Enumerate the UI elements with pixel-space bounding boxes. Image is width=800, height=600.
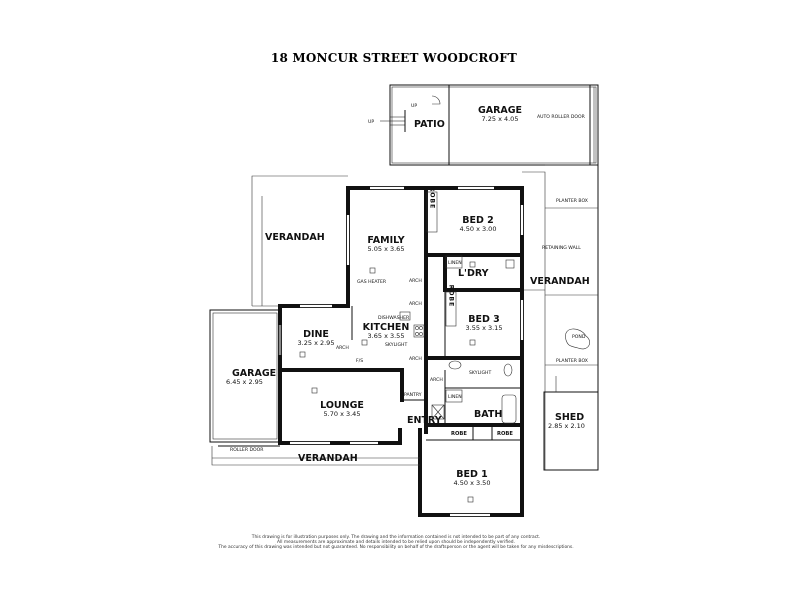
planter-box-label: PLANTER BOX	[556, 198, 588, 204]
robe-label: ROBE	[448, 285, 455, 307]
room-bed-2: BED 2	[462, 215, 494, 226]
arch-label: ARCH	[409, 301, 422, 307]
family-dims: 5.05 x 3.65	[368, 245, 405, 253]
pond-label: POND	[572, 334, 586, 340]
shed-dims: 2.85 x 2.10	[548, 422, 585, 430]
room-garage-rear: GARAGE	[478, 105, 522, 116]
lounge-dims: 5.70 x 3.45	[324, 410, 361, 418]
room-verandah-right: VERANDAH	[530, 276, 590, 287]
roller-door-label: ROLLER DOOR	[230, 447, 264, 453]
room-shed: SHED	[555, 412, 584, 423]
bed-2-dims: 4.50 x 3.00	[460, 225, 497, 233]
garage-front-outline	[209, 309, 281, 447]
skylight-label: SKYLIGHT	[469, 370, 491, 376]
fridge-space-label: F/S	[356, 358, 363, 364]
room-dine: DINE	[303, 329, 329, 340]
room-verandah-left: VERANDAH	[265, 232, 325, 243]
room-verandah-front: VERANDAH	[298, 453, 358, 464]
garage-rear-dims: 7.25 x 4.05	[482, 115, 519, 123]
pantry-label: PANTRY	[404, 392, 422, 398]
arch-label: ARCH	[430, 377, 443, 383]
room-laundry: L'DRY	[458, 268, 489, 279]
bed-1-dims: 4.50 x 3.50	[454, 479, 491, 487]
room-bath: BATH	[474, 409, 502, 420]
plan-title: 18 MONCUR STREET WOODCROFT	[271, 51, 517, 65]
disclaimer-line: The accuracy of this drawing was intende…	[217, 544, 573, 550]
up-label: UP	[411, 103, 417, 109]
retaining-wall-label: RETAINING WALL	[542, 245, 581, 251]
bed-3-dims: 3.55 x 3.15	[466, 324, 503, 332]
robe-label: ROBE	[429, 187, 436, 209]
room-bed-3: BED 3	[468, 314, 500, 325]
linen-cupboard	[445, 389, 463, 403]
kitchen-dims: 3.65 x 3.55	[368, 332, 405, 340]
linen-label: LINEN	[448, 394, 462, 400]
rear-garage-block	[380, 84, 599, 166]
robe-bed-1: ROBE ROBE	[451, 431, 513, 437]
planter-box-label: PLANTER BOX	[556, 358, 588, 364]
linen-label: LINEN	[448, 260, 462, 266]
robe-label: ROBE	[497, 431, 513, 437]
robe-bed-3: ROBE	[445, 285, 457, 327]
room-bed-1: BED 1	[456, 469, 488, 480]
arch-label: ARCH	[409, 356, 422, 362]
verandah-front-outline	[211, 446, 420, 466]
up-label: UP	[368, 119, 374, 125]
dine-dims: 3.25 x 2.95	[298, 339, 335, 347]
arch-label: ARCH	[336, 345, 349, 351]
room-entry: ENTRY	[407, 415, 442, 426]
room-family: FAMILY	[367, 235, 404, 246]
fixtures	[299, 259, 517, 503]
arch-label: ARCH	[409, 278, 422, 284]
room-kitchen: KITCHEN	[363, 322, 410, 333]
disclaimer-line: This drawing is for illustration purpose…	[251, 534, 540, 540]
room-patio: PATIO	[414, 119, 445, 130]
auto-roller-door-label: AUTO ROLLER DOOR	[537, 114, 586, 120]
gas-heater-label: GAS HEATER	[357, 279, 387, 285]
linen-cupboard	[445, 255, 463, 269]
room-garage-front: GARAGE	[232, 368, 276, 379]
room-lounge: LOUNGE	[320, 400, 364, 411]
skylight-label: SKYLIGHT	[385, 342, 407, 348]
robe-bed-2: ROBE	[426, 187, 438, 233]
robe-label: ROBE	[451, 431, 467, 437]
dishwasher-label: DISHWASHER	[378, 315, 410, 321]
garage-front-dims: 6.45 x 2.95	[226, 378, 263, 386]
right-side-outline	[522, 164, 599, 471]
disclaimer-line: All measurements are approximate and det…	[277, 539, 515, 545]
